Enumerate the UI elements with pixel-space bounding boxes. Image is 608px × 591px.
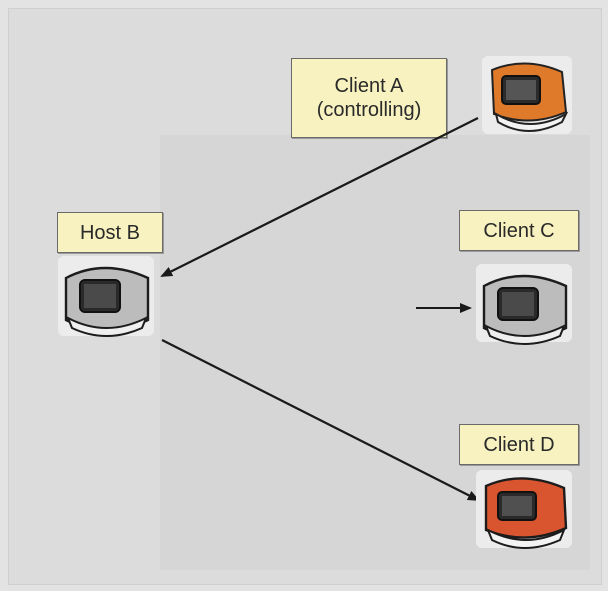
- client-d-label: Client D: [459, 424, 579, 465]
- client-d-computer-icon: [476, 470, 572, 549]
- host-b-label-text: Host B: [79, 221, 141, 244]
- client-a-label-line1: Client A: [334, 75, 404, 97]
- client-d-label-text: Client D: [483, 433, 555, 456]
- client-a-label: Client A (controlling): [291, 58, 447, 138]
- arrow-host-b-to-client-d: [161, 339, 480, 501]
- client-c-label-text: Client C: [483, 219, 555, 242]
- client-a-computer-icon: [482, 56, 572, 134]
- client-a-label-line2: (controlling): [316, 99, 422, 121]
- host-b-label: Host B: [57, 212, 163, 253]
- host-b-computer-icon: [58, 256, 154, 337]
- arrow-client-a-to-host-b: [160, 117, 479, 277]
- client-c-label: Client C: [459, 210, 579, 251]
- client-c-computer-icon: [476, 264, 572, 345]
